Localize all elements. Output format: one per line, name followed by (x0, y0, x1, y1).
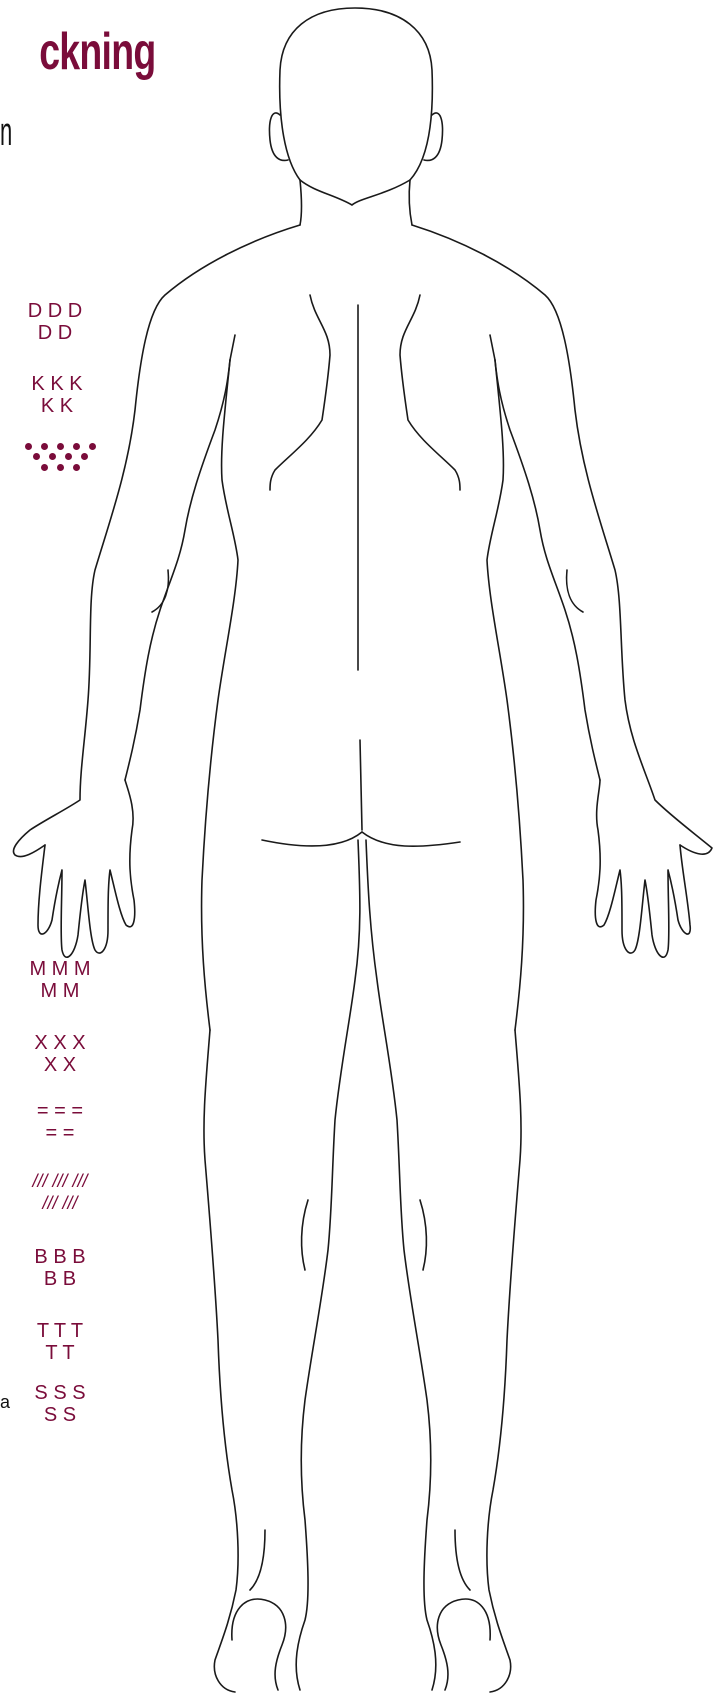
right-ankle (455, 1530, 470, 1590)
right-elbow (567, 570, 583, 612)
neck-left (300, 180, 302, 225)
head-outline (280, 8, 433, 180)
left-leg-outer (204, 1030, 238, 1692)
right-armpit-line (490, 335, 495, 360)
lower-back-line (360, 740, 362, 830)
left-ankle (250, 1530, 265, 1590)
neck (300, 180, 410, 205)
right-hand (595, 780, 690, 957)
left-ear (269, 113, 288, 160)
left-armpit-line (230, 335, 235, 360)
left-knee (302, 1200, 308, 1270)
right-leg-outer (487, 1030, 521, 1692)
left-arm-outer (13, 225, 300, 857)
right-buttock-line (362, 832, 460, 846)
left-hand (38, 780, 135, 957)
left-torso-side (202, 360, 238, 1030)
left-leg-inner (296, 840, 360, 1690)
left-heel (232, 1599, 286, 1690)
right-heel (437, 1599, 490, 1690)
right-torso-side (487, 360, 523, 1030)
right-arm-inner (495, 360, 600, 780)
neck-right (409, 180, 412, 225)
left-buttock-line (262, 832, 362, 846)
left-arm-inner (125, 360, 230, 780)
right-arm-outer (412, 225, 712, 854)
right-scapula (400, 295, 460, 490)
left-scapula (270, 295, 330, 490)
right-knee (420, 1200, 426, 1270)
right-ear (424, 113, 443, 160)
right-leg-inner (366, 840, 436, 1690)
